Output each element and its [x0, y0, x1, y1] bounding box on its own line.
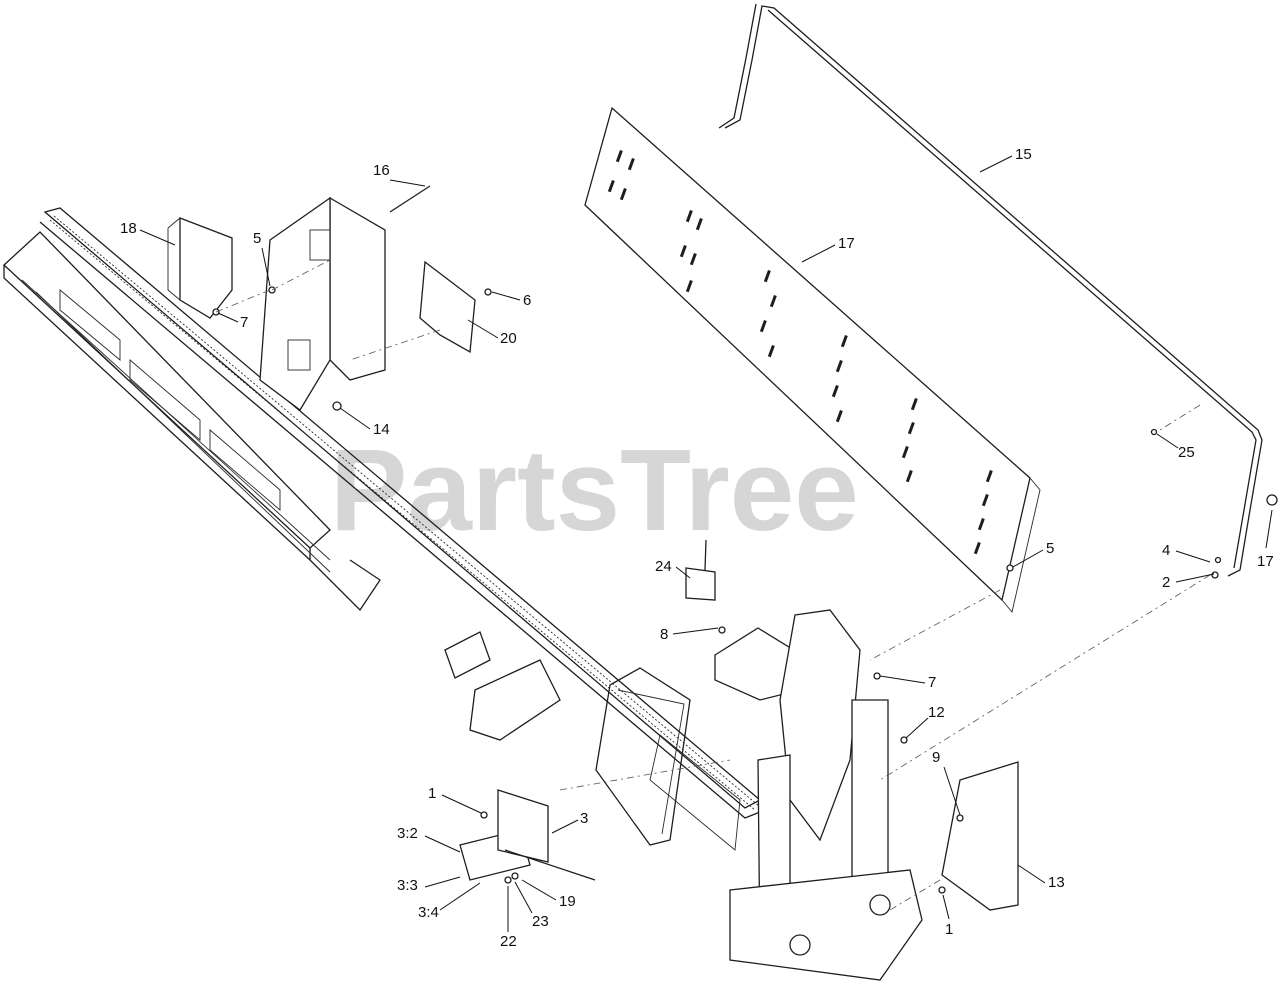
svg-text:3:3: 3:3 — [397, 877, 418, 894]
svg-text:1: 1 — [428, 785, 436, 802]
base-plate — [729, 869, 923, 981]
handle-assembly — [444, 631, 741, 851]
mount-plate — [329, 196, 386, 381]
callout-5-upper: 5 — [253, 230, 271, 287]
callout-7-right: 7 — [879, 674, 936, 691]
callout-24: 24 — [655, 558, 691, 579]
callout-1-left: 1 — [428, 785, 482, 814]
callout-1-right: 1 — [942, 894, 953, 938]
svg-text:17: 17 — [1257, 553, 1274, 570]
callout-23: 23 — [514, 881, 549, 930]
svg-text:14: 14 — [373, 421, 390, 438]
callout-8: 8 — [660, 626, 719, 643]
panel-slots — [607, 150, 993, 555]
svg-text:24: 24 — [655, 558, 672, 575]
callout-19: 17 — [801, 235, 855, 263]
callout-25: 25 — [1156, 433, 1195, 461]
svg-text:20: 20 — [500, 330, 517, 347]
svg-text:5: 5 — [1046, 540, 1054, 557]
callout-3-4: 3:4 — [418, 882, 481, 921]
callout-15: 16 — [373, 162, 426, 187]
svg-text:5: 5 — [253, 230, 261, 247]
svg-text:17: 17 — [838, 235, 855, 252]
callout-20: 20 — [467, 319, 517, 347]
callout-3: 3 — [551, 810, 588, 834]
svg-text:15: 15 — [1015, 146, 1032, 163]
callouts: 16 18 5 7 6 20 14 15 — [120, 146, 1274, 950]
callout-14: 14 — [339, 407, 390, 438]
callout-7-upper: 7 — [217, 312, 248, 331]
svg-text:7: 7 — [928, 674, 936, 691]
svg-text:16: 16 — [373, 162, 390, 179]
guard-rod-16 — [718, 3, 1278, 579]
svg-text:3:2: 3:2 — [397, 825, 418, 842]
svg-text:13: 13 — [1048, 874, 1065, 891]
callout-2: 2 — [1162, 573, 1215, 591]
svg-text:3: 3 — [580, 810, 588, 827]
callout-4: 4 — [1162, 542, 1211, 563]
cover-plate-18 — [179, 217, 233, 319]
switch-24 — [685, 567, 716, 601]
upper-bracket-assembly — [167, 185, 492, 411]
cover-13 — [938, 761, 1019, 911]
svg-text:7: 7 — [240, 314, 248, 331]
svg-text:12: 12 — [928, 704, 945, 721]
callout-5-right: 5 — [1012, 540, 1054, 568]
control-tower — [685, 539, 923, 981]
watermark-text: PartsTree — [330, 425, 859, 555]
svg-text:25: 25 — [1178, 444, 1195, 461]
watermark: PartsTree TM — [330, 425, 945, 555]
svg-text:18: 18 — [120, 220, 137, 237]
callout-3-3: 3:3 — [397, 876, 461, 894]
callout-17: 17 — [1257, 509, 1274, 570]
svg-text:8: 8 — [660, 626, 668, 643]
callout-21: 19 — [521, 879, 576, 910]
bracket-20 — [419, 260, 476, 354]
svg-text:23: 23 — [532, 913, 549, 930]
callout-13: 13 — [1017, 864, 1065, 891]
tower-frame — [779, 609, 861, 842]
mount-bracket — [259, 196, 331, 411]
callout-6: 6 — [491, 291, 531, 309]
svg-text:22: 22 — [500, 933, 517, 950]
callout-18: 18 — [120, 220, 176, 246]
svg-text:9: 9 — [932, 749, 940, 766]
panel-19 — [584, 106, 1041, 613]
svg-text:2: 2 — [1162, 574, 1170, 591]
svg-text:4: 4 — [1162, 542, 1170, 559]
assembly-lines — [559, 404, 1211, 911]
lower-bracket-3 — [459, 789, 596, 884]
callout-12: 12 — [905, 704, 945, 739]
callout-9: 9 — [932, 749, 961, 816]
svg-text:3:4: 3:4 — [418, 904, 439, 921]
callout-16: 15 — [979, 146, 1032, 173]
callout-22: 22 — [500, 886, 517, 950]
svg-text:1: 1 — [945, 921, 953, 938]
callout-3-2: 3:2 — [397, 825, 461, 853]
svg-text:19: 19 — [559, 893, 576, 910]
svg-text:6: 6 — [523, 292, 531, 309]
